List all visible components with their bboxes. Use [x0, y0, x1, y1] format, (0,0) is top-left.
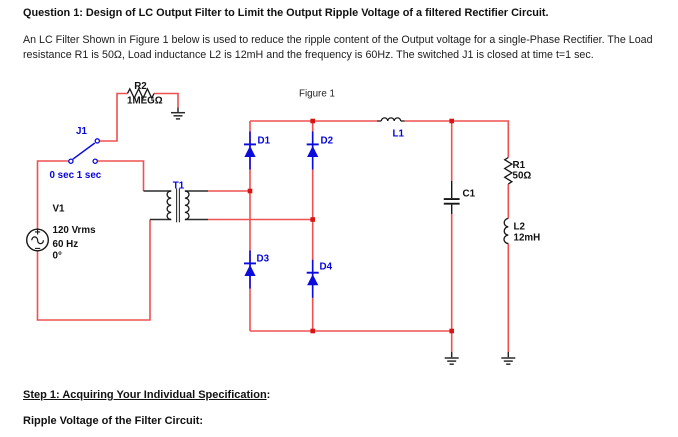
label-v1-voltage: 120 Vrms	[53, 225, 97, 236]
label-d3: D3	[257, 254, 270, 265]
resistor-zigzag	[503, 156, 514, 185]
switch-blade	[72, 142, 96, 160]
wire-r2-to-ground	[154, 92, 179, 108]
label-j1: J1	[76, 126, 87, 137]
ground-symbol-c1	[444, 352, 459, 365]
primary-coil	[166, 190, 172, 221]
label-l1: L1	[393, 129, 405, 140]
resistor-r2-symbol	[126, 87, 155, 100]
junction-dots	[247, 118, 454, 334]
diode-triangle	[244, 264, 256, 276]
capacitor-c1-symbol	[443, 181, 460, 214]
switch-j1-symbol	[68, 138, 101, 164]
switch-upper-contact	[94, 138, 101, 144]
label-r2: R2	[134, 81, 147, 92]
ripple-heading: Ripple Voltage of the Filter Circuit:	[23, 415, 204, 427]
inductor-coil	[503, 217, 509, 245]
circuit-figure: Figure 1 R2 1MEGΩ J1 0 sec 1 sec V1 120 …	[26, 81, 541, 365]
ac-source-symbol	[26, 228, 50, 252]
diode-d3-symbol	[244, 250, 256, 289]
ground-symbol-load	[501, 352, 516, 365]
step-heading-colon: :	[266, 389, 271, 401]
label-v1-phase: 0°	[53, 251, 62, 262]
step-heading: Step 1: Acquiring Your Individual Specif…	[23, 389, 270, 401]
diode-triangle	[307, 145, 319, 157]
paragraph-line-1: An LC Filter Shown in Figure 1 below is …	[23, 34, 653, 46]
inductor-l2-symbol	[503, 217, 509, 245]
label-c1: C1	[463, 189, 476, 200]
label-l2-value: 12mH	[514, 233, 541, 244]
wire-switch-to-r2	[99, 92, 128, 142]
wire-top-rail-right	[404, 120, 510, 158]
switch-throw-contact	[92, 158, 98, 164]
figure-caption: Figure 1	[299, 89, 335, 100]
junction-dot	[310, 118, 315, 124]
diode-triangle	[307, 274, 319, 286]
switch-pivot-contact	[68, 158, 74, 164]
junction-dot	[247, 188, 253, 194]
label-d1: D1	[258, 136, 271, 147]
junction-dot	[310, 217, 315, 222]
diode-triangle	[244, 145, 256, 157]
question-paragraph: An LC Filter Shown in Figure 1 below is …	[23, 33, 653, 63]
label-d4: D4	[320, 262, 333, 273]
label-j1-timing: 0 sec 1 sec	[50, 170, 102, 181]
ground-symbol-r2	[171, 107, 185, 120]
label-r1: R1	[513, 160, 526, 171]
step-heading-text: Step 1: Acquiring Your Individual Specif…	[23, 389, 267, 401]
label-d2: D2	[321, 136, 334, 147]
diode-d4-symbol	[306, 259, 319, 298]
transformer-symbol	[143, 188, 208, 223]
junction-dot	[449, 118, 454, 124]
label-t1: T1	[173, 181, 185, 192]
label-r1-value: 50Ω	[513, 171, 532, 182]
label-v1: V1	[53, 204, 66, 215]
diode-d1-symbol	[244, 131, 256, 170]
source-plus-sign	[35, 229, 41, 235]
label-v1-frequency: 60 Hz	[53, 239, 79, 250]
resistor-zigzag	[126, 87, 155, 100]
junction-dot	[449, 328, 454, 334]
wire-switch-to-primary	[97, 160, 145, 191]
wire-primary-return	[36, 219, 151, 321]
junction-dot	[310, 328, 315, 334]
inductor-l1-symbol	[377, 117, 405, 122]
diode-d2-symbol	[306, 131, 319, 170]
inductor-coil	[380, 117, 402, 122]
wire-source-to-switch	[36, 160, 69, 230]
paragraph-line-2: resistance R1 is 50Ω, Load inductance L2…	[23, 49, 594, 61]
resistor-r1-symbol	[503, 156, 514, 185]
secondary-coil	[184, 190, 190, 221]
question-title: Question 1: Design of LC Output Filter t…	[23, 7, 549, 19]
label-l2: L2	[514, 222, 526, 233]
wires	[36, 92, 510, 352]
label-r2-value: 1MEGΩ	[127, 96, 163, 107]
source-sine-glyph	[31, 236, 44, 245]
